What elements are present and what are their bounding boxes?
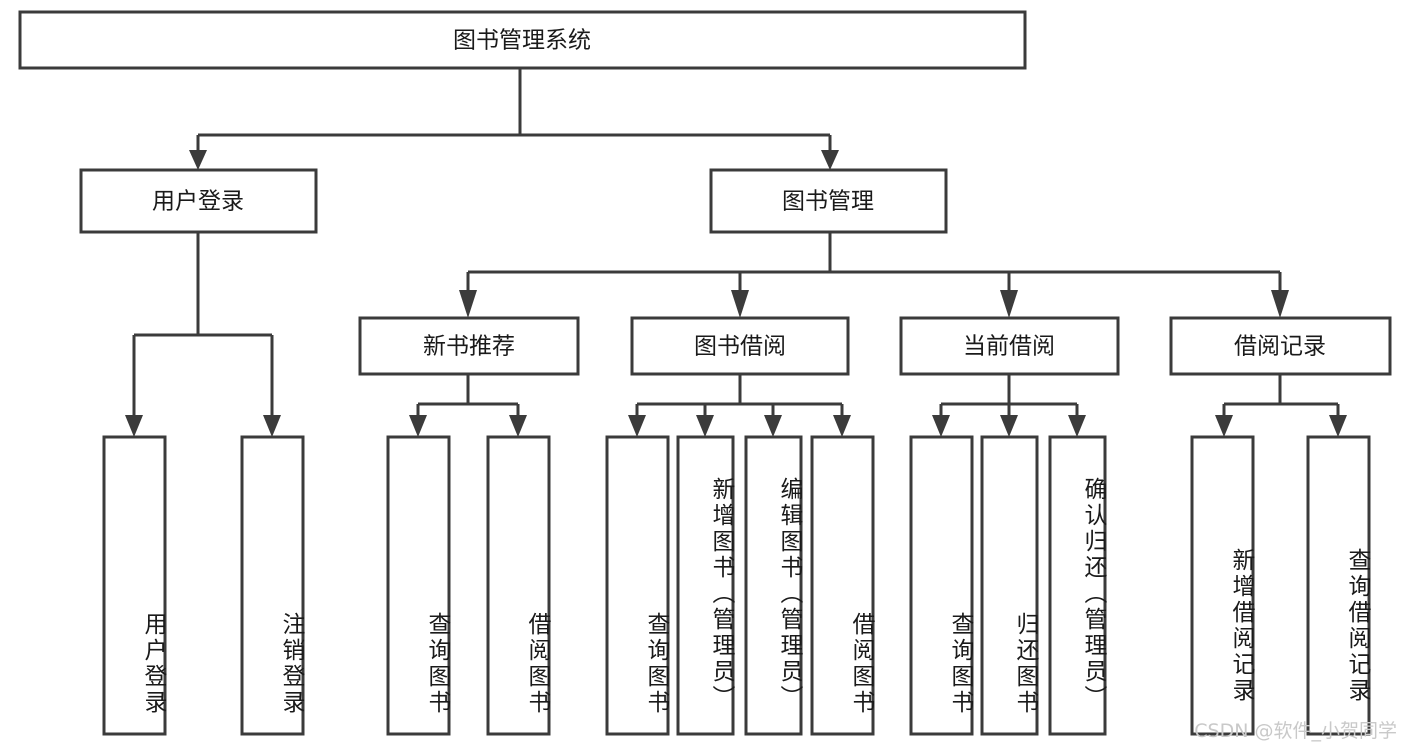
leaf-rect-user-login[interactable] xyxy=(102,435,167,736)
leaf-rect-dqjy-query-book[interactable] xyxy=(909,435,974,736)
node-borrow-record-label: 借阅记录 xyxy=(1234,334,1326,360)
arrowhead-leaf-user-login xyxy=(125,415,143,437)
node-current-borrow-label: 当前借阅 xyxy=(963,334,1055,360)
arrowhead-book-mgmt xyxy=(821,150,839,170)
leaf-rect-jyjl-add-record[interactable] xyxy=(1190,435,1255,736)
connector-group xyxy=(125,68,1347,437)
arrowhead-leaf-logout xyxy=(263,415,281,437)
arrowhead-dqjy-leaf-2 xyxy=(1000,415,1018,437)
leaf-rect-nbr-query-book[interactable] xyxy=(386,435,451,736)
leaf-rect-tsjy-edit-book[interactable] xyxy=(744,435,803,736)
node-user-login[interactable]: 用户登录 xyxy=(79,168,318,234)
arrowhead-jyjl-leaf-1 xyxy=(1215,415,1233,437)
node-borrow-record-rect[interactable] xyxy=(1169,316,1392,376)
node-root[interactable]: 图书管理系统 xyxy=(18,10,1027,70)
node-book-borrow-label: 图书借阅 xyxy=(694,334,786,360)
arrowhead-tsjy-leaf-2 xyxy=(696,415,714,437)
node-user-login-rect[interactable] xyxy=(79,168,318,234)
node-user-login-label: 用户登录 xyxy=(152,189,244,215)
arrowhead-nbr-leaf-1 xyxy=(409,415,427,437)
node-book-management-label: 图书管理 xyxy=(782,189,874,215)
node-new-book-recommend[interactable]: 新书推荐 xyxy=(358,316,580,376)
node-root-label: 图书管理系统 xyxy=(453,28,591,54)
leaf-rect-dqjy-return-book[interactable] xyxy=(980,435,1039,736)
arrowhead-dqjy-leaf-1 xyxy=(932,415,950,437)
leaf-rect-tsjy-borrow-book[interactable] xyxy=(810,435,875,736)
leaf-rect-jyjl-query-record[interactable] xyxy=(1306,435,1371,736)
arrowhead-tsjy-leaf-3 xyxy=(764,415,782,437)
leaf-rect-tsjy-query-book[interactable] xyxy=(605,435,670,736)
arrowhead-user-login xyxy=(189,150,207,170)
leaf-rect-dqjy-confirm-return[interactable] xyxy=(1048,435,1107,736)
node-current-borrow[interactable]: 当前借阅 xyxy=(899,316,1120,376)
node-new-book-recommend-rect[interactable] xyxy=(358,316,580,376)
arrowhead-nbr-leaf-2 xyxy=(509,415,527,437)
node-book-borrow-rect[interactable] xyxy=(630,316,850,376)
arrowhead-borrow-record xyxy=(1271,290,1289,318)
node-root-rect[interactable] xyxy=(18,10,1027,70)
arrowhead-dqjy-leaf-3 xyxy=(1068,415,1086,437)
leaf-rect-logout[interactable] xyxy=(240,435,305,736)
leaf-rect-tsjy-add-book[interactable] xyxy=(676,435,735,736)
node-current-borrow-rect[interactable] xyxy=(899,316,1120,376)
watermark-text: CSDN @软件_小贺同学 xyxy=(1194,720,1397,742)
arrowhead-tsjy-leaf-1 xyxy=(628,415,646,437)
leaf-rect-nbr-borrow-book[interactable] xyxy=(486,435,551,736)
node-book-management-rect[interactable] xyxy=(709,168,948,234)
arrowhead-new-book-rec xyxy=(459,290,477,318)
node-borrow-record[interactable]: 借阅记录 xyxy=(1169,316,1392,376)
arrowhead-current-borrow xyxy=(1000,290,1018,318)
arrowhead-tsjy-leaf-4 xyxy=(833,415,851,437)
arrowhead-jyjl-leaf-2 xyxy=(1329,415,1347,437)
arrowhead-book-borrow xyxy=(731,290,749,318)
node-book-management[interactable]: 图书管理 xyxy=(709,168,948,234)
node-book-borrow[interactable]: 图书借阅 xyxy=(630,316,850,376)
node-new-book-recommend-label: 新书推荐 xyxy=(423,334,515,360)
